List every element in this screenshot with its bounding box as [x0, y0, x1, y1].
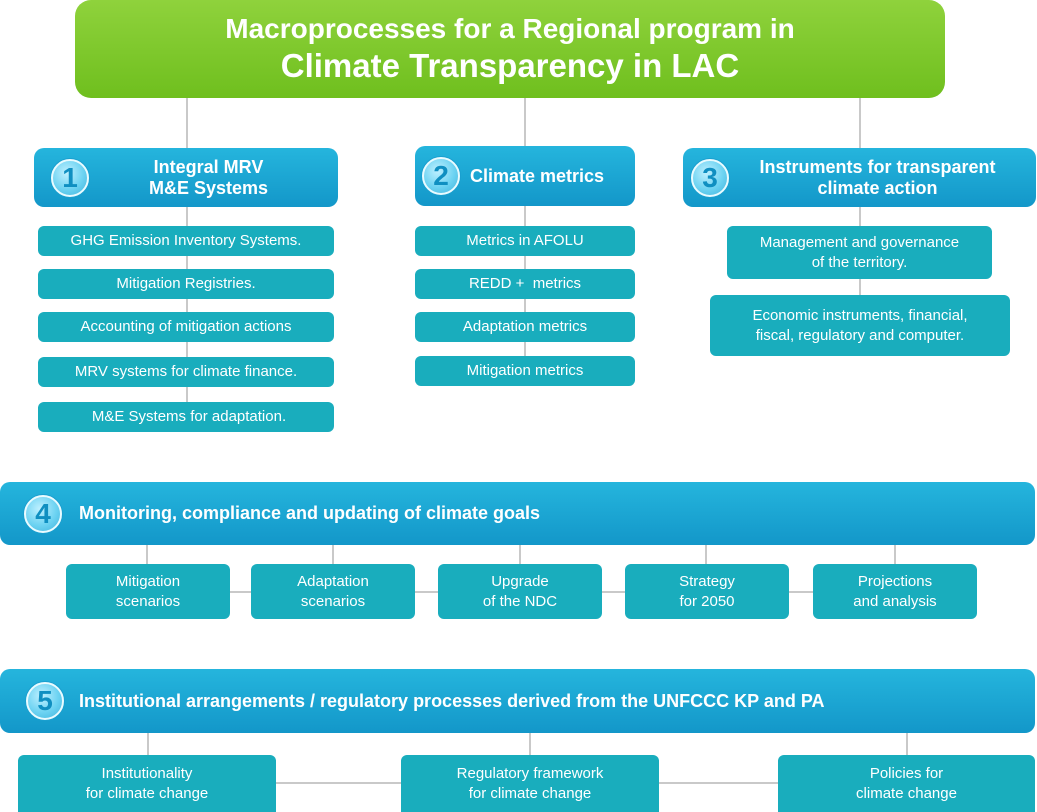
section-3-heading-line1: Instruments for transparent	[759, 156, 996, 177]
section-4-item-line2: of the NDC	[482, 592, 558, 610]
section-1-header: 1 Integral MRV M&E Systems	[34, 148, 338, 207]
section-3-item-line2: of the territory.	[811, 253, 908, 271]
section-2-item: Adaptation metrics	[415, 312, 635, 342]
diagram-title-line2: Climate Transparency in LAC	[280, 47, 740, 84]
section-1-item: GHG Emission Inventory Systems.	[38, 226, 334, 256]
section-4-heading: Monitoring, compliance and updating of c…	[79, 503, 541, 523]
diagram-title-box: Macroprocesses for a Regional program in…	[75, 0, 945, 98]
section-3-item: Management and governance of the territo…	[727, 226, 992, 279]
section-3-heading-line2: climate action	[817, 177, 938, 198]
section-4-item-line2: scenarios	[115, 592, 181, 610]
section-1-heading-line1: Integral MRV	[153, 156, 264, 177]
section-5-number-badge: 5	[26, 682, 64, 720]
section-4-item-line2: for 2050	[679, 592, 735, 610]
section-3-number-badge: 3	[691, 158, 729, 197]
section-5-item-line2: for climate change	[468, 784, 592, 802]
section-4-item-line1: Mitigation	[115, 572, 181, 590]
section-5-item-line1: Regulatory framework	[456, 764, 604, 782]
section-4-item-line1: Strategy	[679, 572, 735, 590]
section-1-number-badge: 1	[51, 158, 89, 197]
section-3-item-line1: Economic instruments, financial,	[752, 306, 968, 324]
section-5-heading: Institutional arrangements / regulatory …	[79, 690, 825, 711]
section-5-header: 5 Institutional arrangements / regulator…	[0, 669, 1035, 733]
section-5-item: Policies for climate change	[778, 755, 1035, 812]
section-1-heading: Integral MRV M&E Systems	[89, 157, 328, 199]
section-2-number-badge: 2	[422, 157, 460, 195]
section-4-number-badge: 4	[24, 494, 62, 533]
section-4-item-line2: scenarios	[300, 592, 366, 610]
section-1-item: Mitigation Registries.	[38, 269, 334, 299]
section-1-item: M&E Systems for adaptation.	[38, 402, 334, 432]
section-4-header: 4 Monitoring, compliance and updating of…	[0, 482, 1035, 545]
section-4-item: Mitigation scenarios	[66, 564, 230, 619]
section-2-item: Mitigation metrics	[415, 356, 635, 386]
diagram-title-line1: Macroprocesses for a Regional program in	[225, 13, 795, 44]
section-5-item: Regulatory framework for climate change	[401, 755, 659, 812]
section-2-heading: Climate metrics	[460, 166, 635, 187]
section-4-item: Upgrade of the NDC	[438, 564, 602, 619]
section-2-item: Metrics in AFOLU	[415, 226, 635, 256]
section-4-item-line1: Projections	[857, 572, 933, 590]
section-2-item: REDD + metrics	[415, 269, 635, 299]
section-4-item-line2: and analysis	[853, 592, 937, 610]
section-3-item-line1: Management and governance	[759, 233, 960, 251]
section-3-item-line2: fiscal, regulatory and computer.	[755, 326, 965, 344]
section-3-header: 3 Instruments for transparent climate ac…	[683, 148, 1036, 207]
section-5-item-line1: Institutionality	[101, 764, 193, 782]
section-2-header: 2 Climate metrics	[415, 146, 635, 206]
section-3-item: Economic instruments, financial, fiscal,…	[710, 295, 1010, 356]
section-1-item: Accounting of mitigation actions	[38, 312, 334, 342]
section-5-item-line2: for climate change	[85, 784, 209, 802]
section-1-heading-line2: M&E Systems	[148, 177, 269, 198]
section-4-item-line1: Adaptation	[297, 572, 369, 590]
section-5-item: Institutionality for climate change	[18, 755, 276, 812]
section-5-item-line1: Policies for	[869, 764, 944, 782]
section-4-item-line1: Upgrade	[491, 572, 549, 590]
section-4-item: Adaptation scenarios	[251, 564, 415, 619]
section-3-heading: Instruments for transparent climate acti…	[729, 157, 1026, 199]
section-4-item: Projections and analysis	[813, 564, 977, 619]
section-2-heading-line1: Climate metrics	[470, 165, 605, 186]
section-4-item: Strategy for 2050	[625, 564, 789, 619]
section-5-item-line2: climate change	[856, 784, 957, 802]
section-1-item: MRV systems for climate finance.	[38, 357, 334, 387]
